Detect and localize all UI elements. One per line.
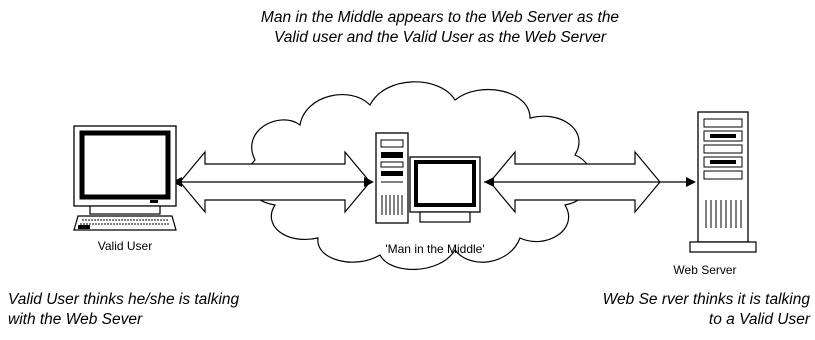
bottom-right-caption: Web Se rver thinks it is talking to a Va…: [602, 291, 810, 328]
web-server-label: Web Server: [673, 263, 737, 277]
double-arrow-icon: [484, 150, 696, 214]
computer-icon: [73, 125, 177, 231]
server-icon: [689, 111, 757, 253]
monitor-icon: [409, 156, 481, 223]
double-arrow-icon: [172, 150, 374, 214]
valid-user-label: Valid User: [97, 239, 153, 253]
man-in-the-middle-label: 'Man in the Middle': [385, 242, 485, 256]
tower-computer-icon: [375, 132, 409, 224]
top-caption: Man in the Middle appears to the Web Ser…: [260, 9, 620, 46]
bottom-left-caption: Valid User thinks he/she is talking with…: [8, 291, 240, 328]
